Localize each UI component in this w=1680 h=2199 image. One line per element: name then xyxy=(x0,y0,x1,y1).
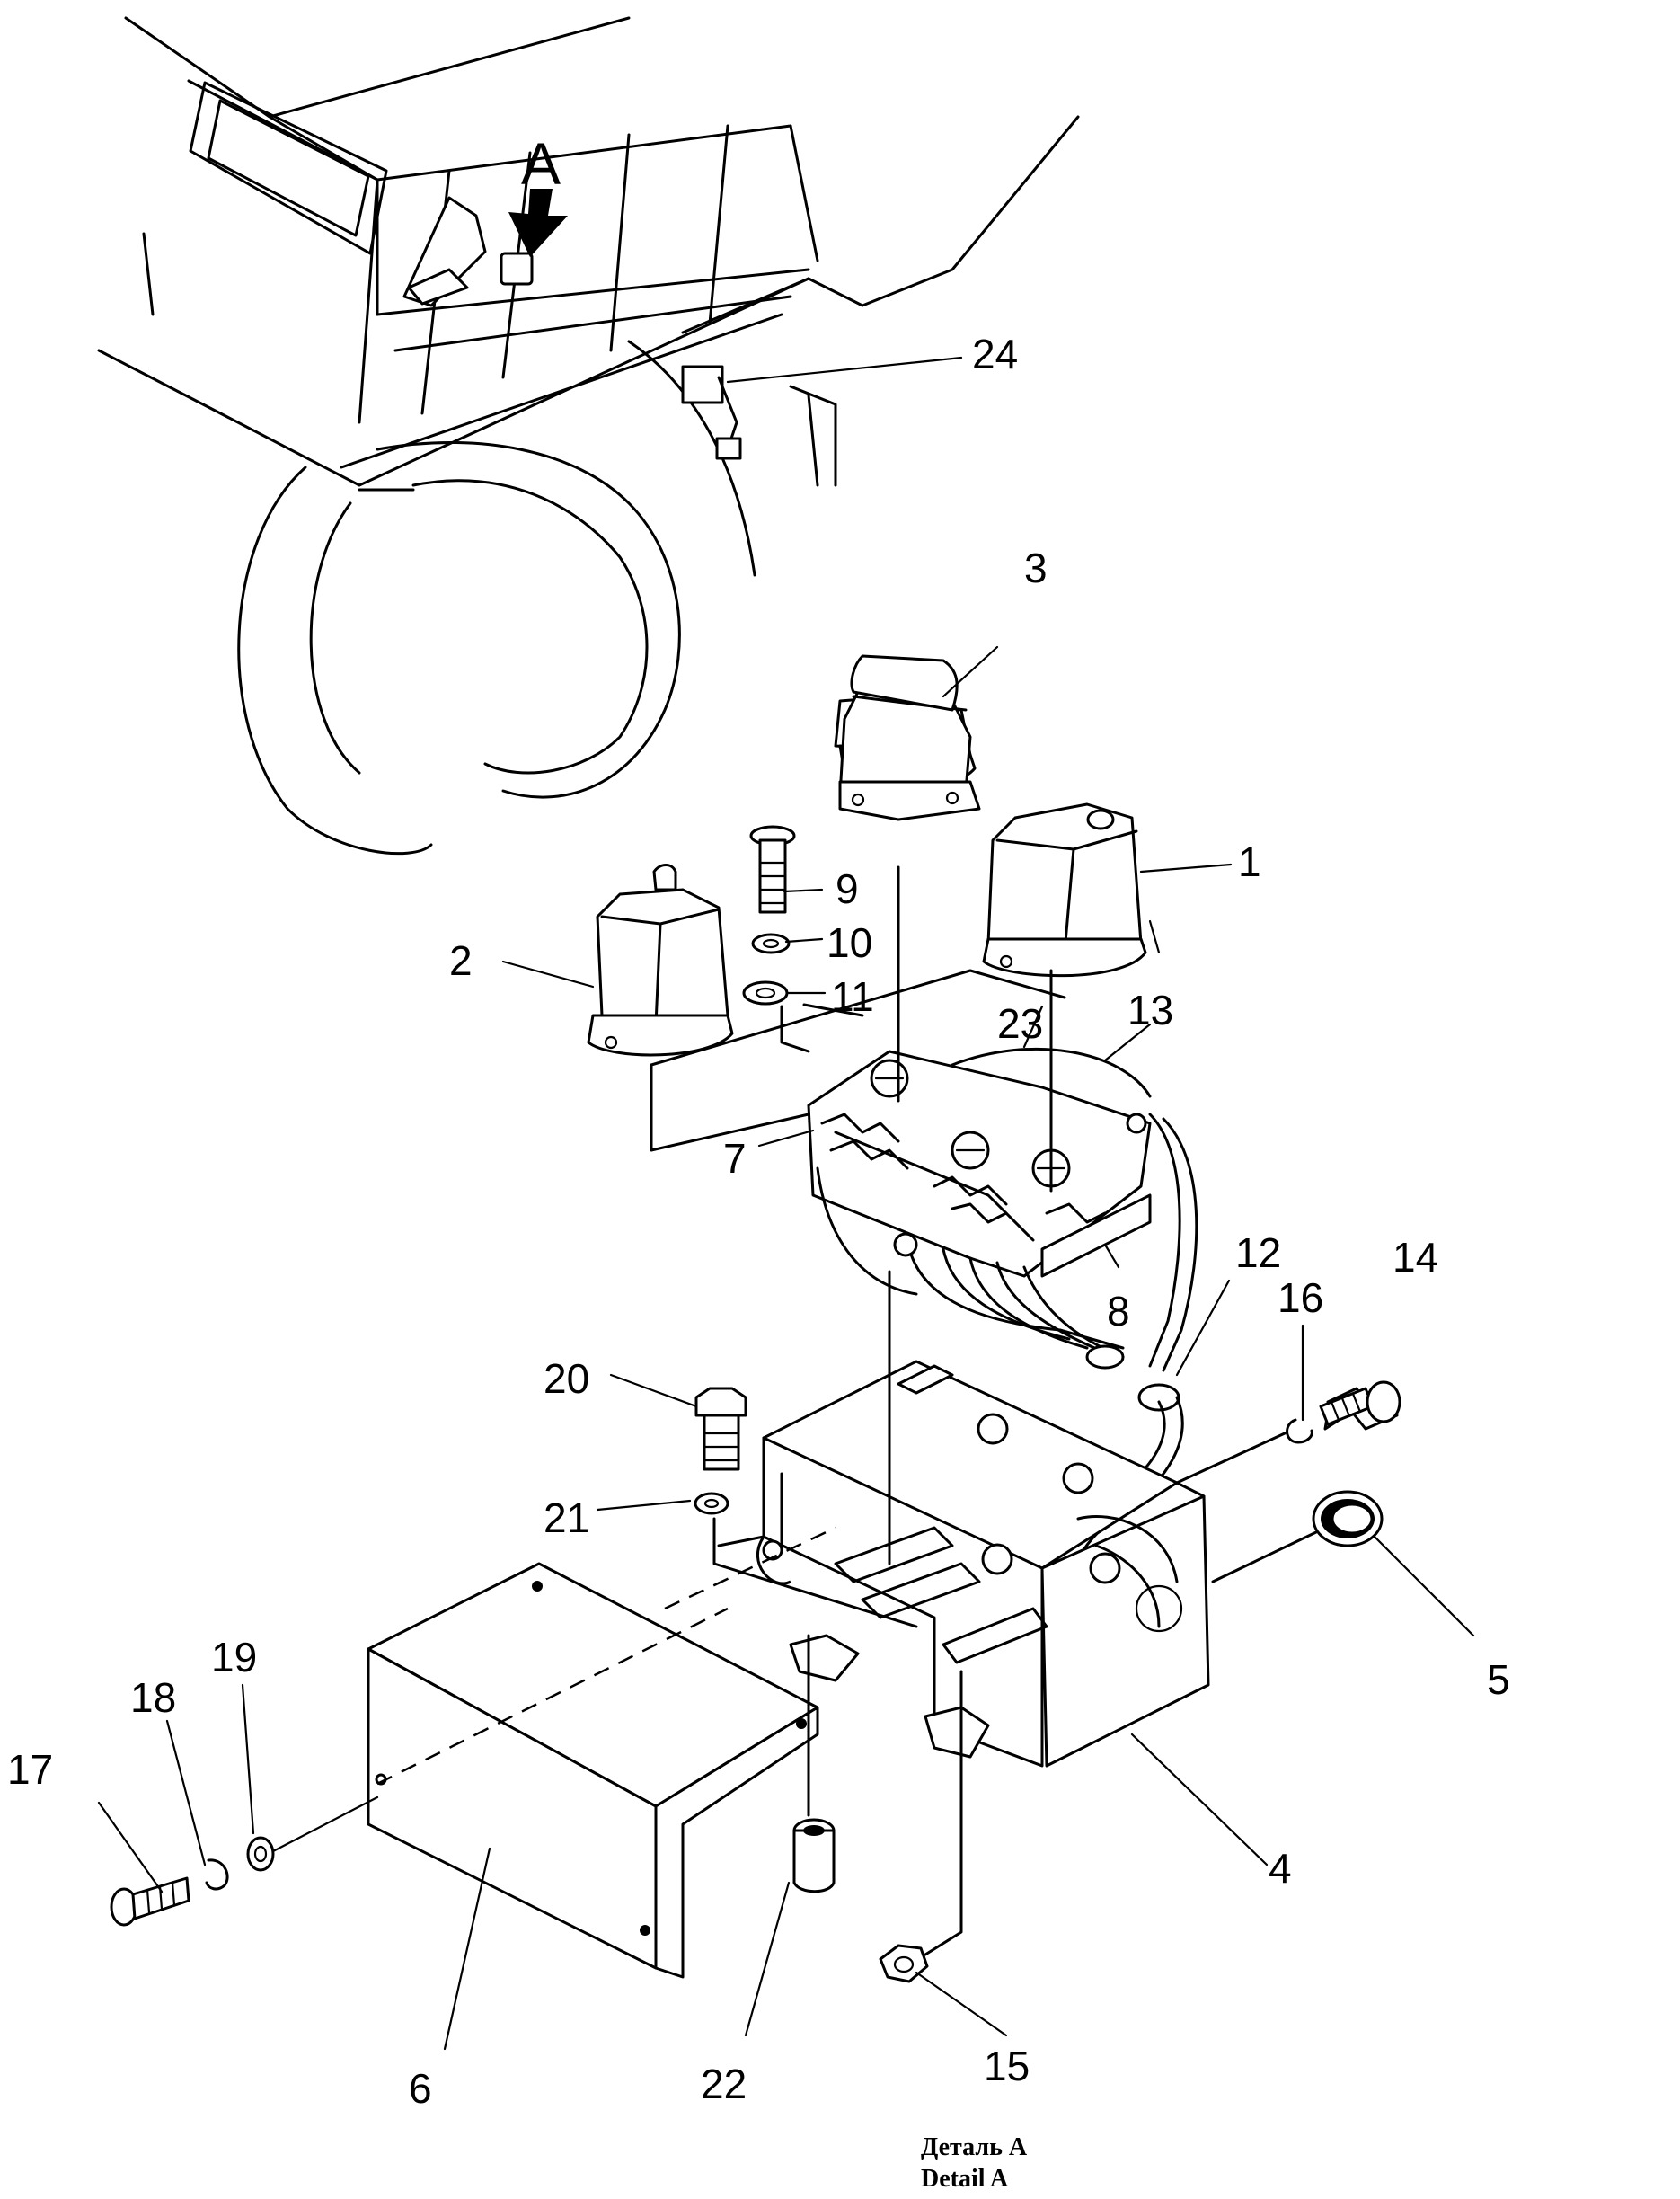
callout-12: 12 xyxy=(1235,1229,1281,1276)
bolt-part-17 xyxy=(110,1876,190,1927)
callout-23: 23 xyxy=(997,1000,1043,1047)
grommet-part-5 xyxy=(1312,1490,1384,1547)
detail-arrow-icon xyxy=(508,189,568,257)
callout-2: 2 xyxy=(449,937,473,984)
relay-base-assembly xyxy=(650,969,1198,1606)
vehicle-cab: A xyxy=(97,16,1080,856)
bracket-part-4 xyxy=(717,1360,1210,1768)
callout-20: 20 xyxy=(544,1355,589,1402)
washer-part-21 xyxy=(694,1492,729,1515)
callout-1: 1 xyxy=(1238,838,1261,885)
view-marker: A xyxy=(521,130,561,197)
callout-13: 13 xyxy=(1127,987,1173,1033)
callout-22: 22 xyxy=(701,2061,747,2107)
washer-part-19 xyxy=(246,1836,275,1872)
callout-10: 10 xyxy=(827,919,872,966)
cover-part-6 xyxy=(367,1562,819,1979)
callout-8: 8 xyxy=(1107,1288,1130,1334)
caption-detail-en: Detail A xyxy=(921,2165,1009,2193)
washer-part-16 xyxy=(1286,1418,1313,1444)
callout-15: 15 xyxy=(984,2043,1030,2089)
bolt-part-14 xyxy=(1319,1380,1401,1431)
bolt-part-20 xyxy=(694,1387,747,1471)
washer-part-11 xyxy=(742,980,789,1006)
caption-detail-ru: Деталь А xyxy=(921,2133,1028,2161)
callout-24: 24 xyxy=(972,331,1018,377)
relay-part-3 xyxy=(834,654,981,821)
callout-9: 9 xyxy=(836,865,859,912)
callout-11: 11 xyxy=(831,973,874,1020)
callout-7: 7 xyxy=(723,1135,747,1182)
relay-part-2 xyxy=(587,864,734,1057)
callout-16: 16 xyxy=(1278,1274,1323,1321)
bolt-part-9 xyxy=(749,825,796,914)
callout-5: 5 xyxy=(1487,1656,1510,1703)
relay-part-1 xyxy=(982,802,1147,978)
washer-part-10 xyxy=(751,933,791,954)
callout-labels: 1 2 3 4 5 6 7 8 9 10 11 12 13 14 15 16 1… xyxy=(7,331,1510,2112)
callout-18: 18 xyxy=(130,1674,176,1721)
callout-19: 19 xyxy=(211,1634,257,1680)
leader-lines xyxy=(97,356,1475,2051)
callout-17: 17 xyxy=(7,1746,53,1793)
washer-part-18 xyxy=(205,1858,229,1891)
spacer-part-22 xyxy=(792,1818,836,1893)
callout-3: 3 xyxy=(1024,545,1048,591)
callout-6: 6 xyxy=(409,2065,432,2112)
callout-21: 21 xyxy=(544,1494,589,1541)
callout-4: 4 xyxy=(1269,1845,1292,1892)
assembly-lines xyxy=(271,865,1318,1956)
callout-14: 14 xyxy=(1393,1234,1438,1281)
